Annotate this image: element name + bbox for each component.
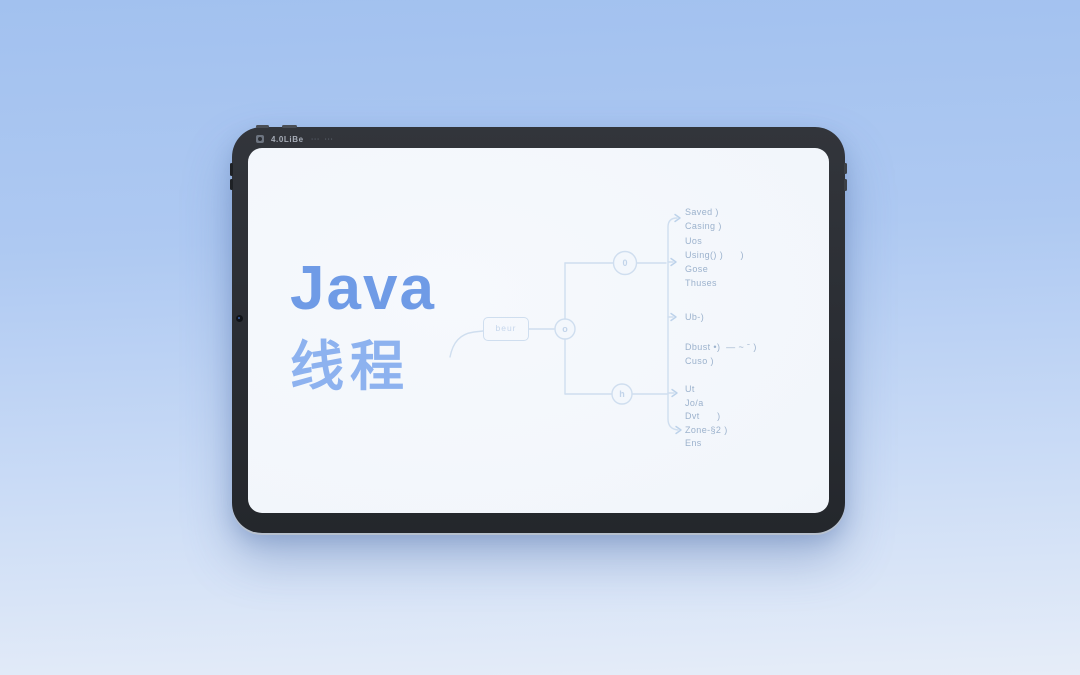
- mindmap-root-node: beur: [483, 317, 529, 341]
- tablet-top-button: [256, 125, 269, 128]
- tablet-volume-button: [230, 179, 233, 190]
- mindmap-item: Ut: [685, 384, 695, 394]
- center-node-circle: [554, 318, 576, 340]
- page-title-java: Java: [290, 254, 436, 323]
- tablet-device: 4.0LiBe ⋯ ⋯ Java 线程: [230, 125, 847, 533]
- bottom-node-glyph: h: [619, 389, 625, 399]
- tablet-side-button: [844, 179, 847, 191]
- arrowhead-icons: [670, 213, 682, 435]
- top-branch-node-circle: [612, 250, 638, 276]
- mindmap-item: Casing ): [685, 221, 722, 232]
- mindmap-branch-mid-list: Dbust •) — ~ ˉ ) Cuso ): [685, 340, 757, 368]
- mindmap-item: Ub-): [685, 312, 705, 322]
- status-time-text: 4.0LiBe: [271, 134, 304, 144]
- mindmap-item: Zone-§2 ): [685, 424, 728, 435]
- status-menu-dots-icon: ⋯ ⋯: [310, 133, 335, 144]
- mindmap-item: Jo/a: [685, 397, 704, 408]
- status-app-icon: [256, 135, 264, 143]
- mindmap-connectors: [449, 213, 682, 435]
- tablet-top-button: [282, 125, 297, 128]
- mindmap-item: Dvt ): [685, 411, 721, 421]
- front-camera: [236, 315, 243, 322]
- mindmap-item: Gose: [685, 264, 709, 275]
- mindmap-item: Thuses: [685, 278, 717, 289]
- page-title-threads: 线程: [290, 337, 410, 397]
- top-node-glyph: 0: [622, 258, 628, 268]
- tablet-side-button: [844, 163, 847, 174]
- mindmap-item: Using() ) ): [685, 249, 744, 260]
- tablet-screen: Java 线程: [248, 148, 829, 513]
- mindmap-item: Uos: [685, 235, 703, 246]
- mindmap-item: Saved ): [685, 207, 719, 217]
- mindmap-item: Dbust •) — ~ ˉ ): [685, 342, 757, 352]
- tablet-volume-button: [230, 163, 233, 176]
- bottom-branch-node-circle: [611, 383, 633, 405]
- mindmap-item: Ens: [685, 438, 702, 448]
- center-node-glyph: o: [562, 324, 568, 334]
- mindmap-branch-mid-head: Ub-): [685, 311, 704, 324]
- status-bar: 4.0LiBe ⋯ ⋯: [256, 131, 334, 147]
- mindmap-item: Cuso ): [685, 356, 714, 366]
